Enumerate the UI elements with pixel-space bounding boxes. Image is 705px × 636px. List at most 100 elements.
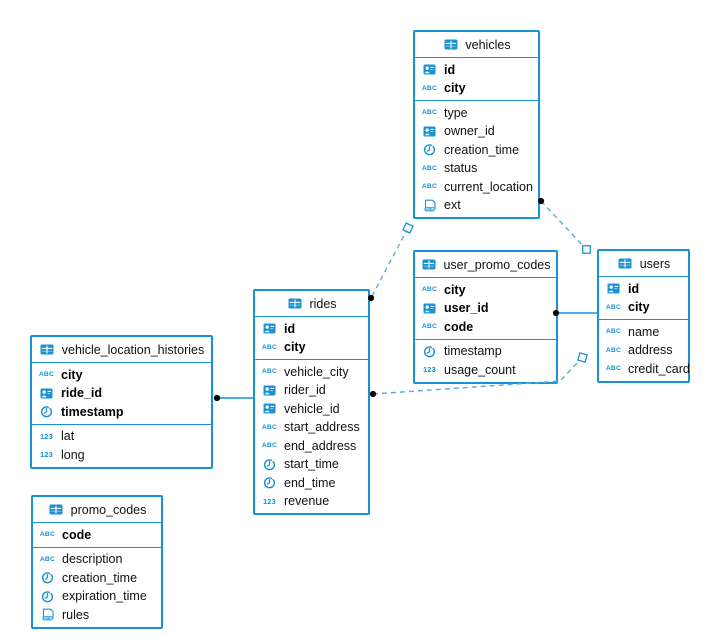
field-row-ext[interactable]: JSON ext xyxy=(415,196,538,215)
field-label: status xyxy=(444,161,478,176)
table-vehicle_location_histories[interactable]: vehicle_location_histories ABC city ride… xyxy=(30,335,213,469)
field-label: credit_card xyxy=(628,361,690,376)
field-label: creation_time xyxy=(444,142,520,157)
table-header[interactable]: rides xyxy=(255,291,368,317)
field-row-description[interactable]: ABC description xyxy=(33,550,161,569)
text-type-icon: ABC xyxy=(605,328,622,336)
primary-key-section: id ABC city xyxy=(599,277,688,319)
text-type-icon: ABC xyxy=(605,303,622,311)
field-row-user_id[interactable]: user_id xyxy=(415,299,556,318)
field-row-start_address[interactable]: ABC start_address xyxy=(255,418,368,437)
field-label: city xyxy=(284,340,306,355)
field-row-revenue[interactable]: 123 revenue xyxy=(255,492,368,511)
timestamp-type-icon xyxy=(421,345,438,358)
text-type-icon: ABC xyxy=(421,323,438,331)
field-row-id[interactable]: id xyxy=(599,280,688,299)
field-row-city[interactable]: ABC city xyxy=(32,366,211,385)
field-label: current_location xyxy=(444,179,533,194)
field-label: city xyxy=(444,81,466,96)
json-type-icon: JSON xyxy=(421,199,438,212)
field-row-start_time[interactable]: start_time xyxy=(255,455,368,474)
table-vehicles[interactable]: vehicles id ABC city ABC type owner_id c… xyxy=(413,30,540,219)
field-label: id xyxy=(284,321,296,336)
field-row-rider_id[interactable]: rider_id xyxy=(255,381,368,400)
relationship-rides-to-vehicles xyxy=(370,227,409,299)
field-row-id[interactable]: id xyxy=(415,61,538,80)
table-header[interactable]: vehicle_location_histories xyxy=(32,337,211,363)
field-label: user_id xyxy=(444,301,489,316)
field-row-lat[interactable]: 123 lat xyxy=(32,427,211,446)
relationship-square-marker xyxy=(582,245,591,254)
field-row-id[interactable]: id xyxy=(255,320,368,339)
timestamp-type-icon xyxy=(261,458,278,471)
field-row-current_location[interactable]: ABC current_location xyxy=(415,178,538,197)
table-rides[interactable]: rides id ABC city ABC vehicle_city rider… xyxy=(253,289,370,515)
field-row-city[interactable]: ABC city xyxy=(415,79,538,98)
field-label: id xyxy=(444,62,456,77)
person-id-icon xyxy=(261,385,278,396)
field-label: lat xyxy=(61,429,75,444)
field-row-address[interactable]: ABC address xyxy=(599,341,688,360)
table-header[interactable]: vehicles xyxy=(415,32,538,58)
table-users[interactable]: users id ABC city ABC name ABC address A… xyxy=(597,249,690,383)
field-row-city[interactable]: ABC city xyxy=(415,281,556,300)
table-title: promo_codes xyxy=(70,502,147,517)
field-row-code[interactable]: ABC code xyxy=(415,318,556,337)
field-row-owner_id[interactable]: owner_id xyxy=(415,122,538,141)
table-icon xyxy=(442,39,459,50)
field-row-vehicle_city[interactable]: ABC vehicle_city xyxy=(255,363,368,382)
field-row-credit_card[interactable]: ABC credit_card xyxy=(599,360,690,379)
table-header[interactable]: promo_codes xyxy=(33,497,161,523)
field-label: owner_id xyxy=(444,124,495,139)
timestamp-type-icon xyxy=(261,476,278,489)
field-label: code xyxy=(62,527,92,542)
person-id-icon xyxy=(421,303,438,314)
field-row-end_time[interactable]: end_time xyxy=(255,474,368,493)
columns-section: ABC name ABC address ABC credit_card xyxy=(599,319,690,381)
field-label: code xyxy=(444,319,474,334)
person-id-icon xyxy=(421,126,438,137)
field-label: revenue xyxy=(284,494,330,509)
text-type-icon: ABC xyxy=(39,555,56,563)
field-row-long[interactable]: 123 long xyxy=(32,446,211,465)
person-id-icon xyxy=(38,388,55,399)
field-label: timestamp xyxy=(444,344,502,359)
field-row-vehicle_id[interactable]: vehicle_id xyxy=(255,400,368,419)
field-row-creation_time[interactable]: creation_time xyxy=(415,141,538,160)
table-title: rides xyxy=(309,296,337,311)
text-type-icon: ABC xyxy=(261,343,278,351)
field-row-end_address[interactable]: ABC end_address xyxy=(255,437,368,456)
field-row-name[interactable]: ABC name xyxy=(599,323,688,342)
field-row-expiration_time[interactable]: expiration_time xyxy=(33,587,161,606)
field-row-ride_id[interactable]: ride_id xyxy=(32,384,211,403)
field-label: ext xyxy=(444,198,461,213)
field-row-creation_time[interactable]: creation_time xyxy=(33,569,161,588)
field-label: timestamp xyxy=(61,404,124,419)
field-row-rules[interactable]: JSON rules xyxy=(33,606,161,625)
field-label: vehicle_city xyxy=(284,364,349,379)
field-row-timestamp[interactable]: timestamp xyxy=(415,342,556,361)
columns-section: ABC type owner_id creation_time ABC stat… xyxy=(415,100,538,217)
field-label: description xyxy=(62,552,123,567)
table-icon xyxy=(420,259,437,270)
field-row-type[interactable]: ABC type xyxy=(415,104,538,123)
table-user_promo_codes[interactable]: user_promo_codes ABC city user_id ABC co… xyxy=(413,250,558,384)
table-header[interactable]: users xyxy=(599,251,688,277)
table-title: vehicles xyxy=(465,37,511,52)
field-label: ride_id xyxy=(61,386,102,401)
timestamp-type-icon xyxy=(38,405,55,418)
table-promo_codes[interactable]: promo_codes ABC code ABC description cre… xyxy=(31,495,163,629)
field-row-timestamp[interactable]: timestamp xyxy=(32,403,211,422)
timestamp-type-icon xyxy=(421,143,438,156)
field-row-city[interactable]: ABC city xyxy=(255,338,368,357)
field-label: rules xyxy=(62,607,90,622)
table-title: user_promo_codes xyxy=(443,257,551,272)
field-row-status[interactable]: ABC status xyxy=(415,159,538,178)
text-type-icon: ABC xyxy=(605,346,622,354)
table-header[interactable]: user_promo_codes xyxy=(415,252,556,278)
field-row-usage_count[interactable]: 123 usage_count xyxy=(415,361,556,380)
field-row-city[interactable]: ABC city xyxy=(599,298,688,317)
field-row-code[interactable]: ABC code xyxy=(33,526,161,545)
field-label: city xyxy=(444,282,466,297)
